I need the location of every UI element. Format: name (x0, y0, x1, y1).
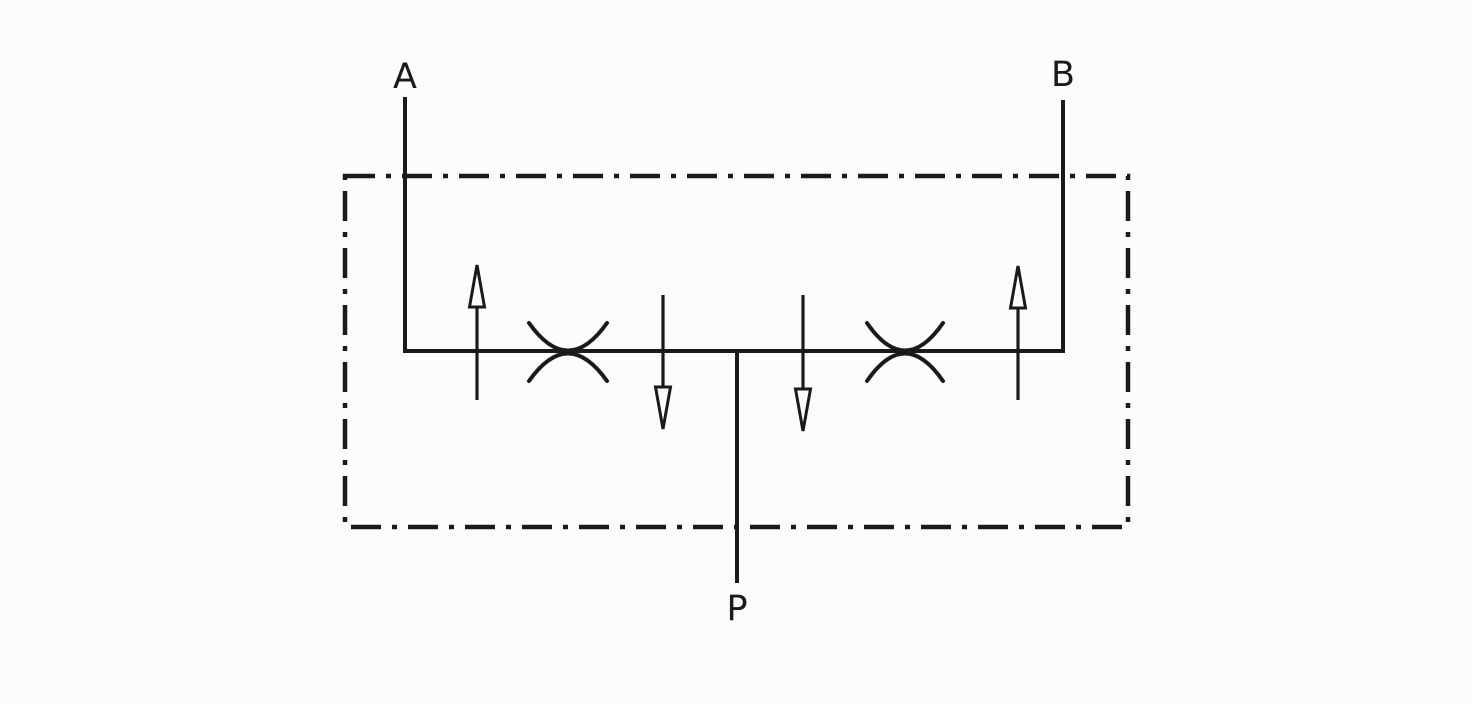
port-a-label: A (393, 57, 417, 97)
flow-arrow-down-left (653, 295, 673, 430)
flow-arrow-up-right (1008, 265, 1028, 400)
port-b-label: B (1051, 55, 1075, 95)
orifice-left (527, 321, 609, 383)
flow-arrow-down-right (793, 295, 813, 432)
orifice-right (865, 321, 945, 383)
port-p-label: P (726, 589, 747, 629)
flow-arrow-up-left (467, 264, 487, 400)
